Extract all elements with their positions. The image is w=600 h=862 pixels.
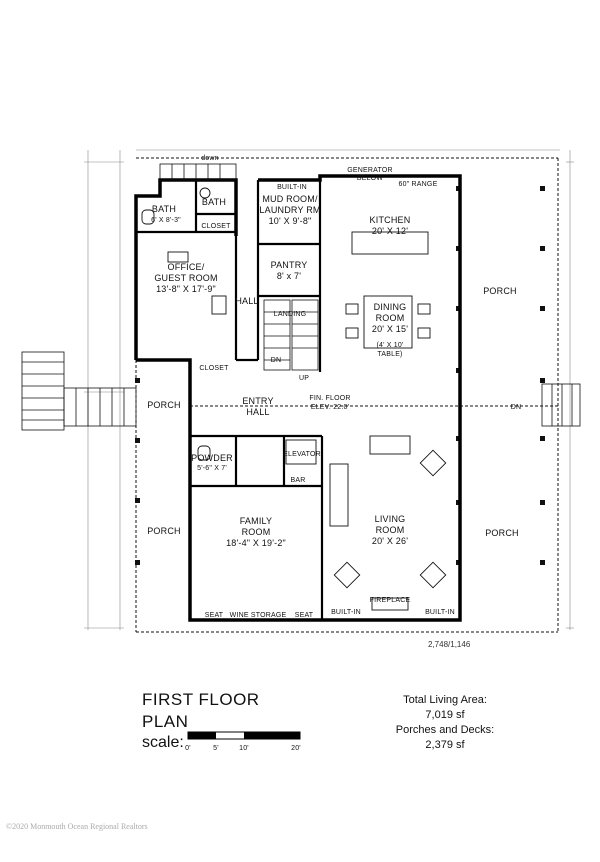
down-label: down	[201, 155, 219, 162]
bath1-label: BATH	[152, 204, 176, 214]
porch-columns	[135, 186, 545, 565]
stairs-and-decks	[21, 163, 581, 431]
seat1-label: SEAT	[205, 612, 224, 619]
table-label: (4' X 10'	[376, 342, 403, 349]
living-room-label: ROOM	[376, 525, 405, 535]
bath1-dim: 6' X 8'-3"	[151, 217, 181, 224]
porch-right-bottom-label: PORCH	[485, 528, 519, 538]
generator-below-label: BELOW	[357, 175, 383, 182]
bath2-label: BATH	[202, 197, 226, 207]
scale-label: scale:	[142, 734, 184, 751]
scale-tick-5: 5'	[213, 745, 219, 752]
dn-label: DN	[271, 357, 282, 364]
wine-storage-label: WINE STORAGE	[230, 612, 287, 619]
living-dim: 20' X 26'	[372, 536, 408, 546]
fireplace-label: FIREPLACE	[370, 597, 411, 604]
kitchen-dim: 20' X 12'	[372, 226, 408, 236]
generator-label: GENERATOR	[347, 167, 393, 174]
range-label: 60" RANGE	[399, 181, 438, 188]
porch-left-bottom-label: PORCH	[147, 526, 181, 536]
porches-decks-value: 2,379 sf	[425, 739, 465, 751]
pantry-label: PANTRY	[271, 260, 308, 270]
built-in-2-label: BUILT-IN	[425, 609, 455, 616]
powder-dim: 5'-6" X 7'	[197, 465, 227, 472]
family-label: FAMILY	[240, 516, 273, 526]
seat2-label: SEAT	[295, 612, 314, 619]
hall-label: HALL	[235, 296, 258, 306]
fin-elev-label: ELEV. 22.0'	[311, 404, 349, 411]
office-dim: 13'-8" X 17'-9"	[156, 284, 216, 294]
mud-room-dim: 10' X 9'-8"	[269, 216, 312, 226]
dining-dim: 20' X 15'	[372, 324, 408, 334]
furniture	[141, 187, 447, 611]
closet1-label: CLOSET	[201, 223, 231, 230]
total-living-area-value: 7,019 sf	[425, 709, 465, 721]
family-dim: 18'-4" X 19'-2"	[226, 538, 286, 548]
up-label: UP	[299, 375, 309, 382]
scale-bar: 0' 5' 10' 20'	[185, 731, 301, 752]
built-in-top-label: BUILT-IN	[277, 184, 307, 191]
total-living-area-label: Total Living Area:	[403, 694, 487, 706]
built-in-1-label: BUILT-IN	[331, 609, 361, 616]
guest-room-label: GUEST ROOM	[154, 273, 217, 283]
drawing-code: 2,748/1,146	[428, 640, 471, 649]
office-label: OFFICE/	[168, 262, 205, 272]
porch-right-top-label: PORCH	[483, 286, 517, 296]
dining-room-label: ROOM	[376, 313, 405, 323]
fin-floor-label: FIN. FLOOR	[309, 395, 350, 402]
scale-tick-20: 20'	[291, 745, 301, 752]
powder-label: POWDER	[191, 453, 233, 463]
landing-label: LANDING	[274, 311, 307, 318]
plan-title: FIRST FLOOR	[142, 690, 260, 709]
living-label: LIVING	[375, 514, 406, 524]
porch-left-top-label: PORCH	[147, 400, 181, 410]
entry-hall-label: HALL	[246, 407, 269, 417]
elevator-label: ELEVATOR	[283, 451, 321, 458]
scale-tick-10: 10'	[239, 745, 249, 752]
closet2-label: CLOSET	[199, 365, 229, 372]
laundry-label: LAUNDRY RM	[259, 205, 320, 215]
mud-room-label: MUD ROOM/	[262, 194, 318, 204]
dining-label: DINING	[374, 302, 407, 312]
copyright-watermark: ©2020 Monmouth Ocean Regional Realtors	[6, 822, 148, 831]
scale-tick-0: 0'	[185, 745, 191, 752]
family-room-label: ROOM	[242, 527, 271, 537]
kitchen-label: KITCHEN	[370, 215, 411, 225]
porches-decks-label: Porches and Decks:	[395, 724, 495, 736]
entry-label: ENTRY	[242, 396, 273, 406]
room-labels: down BUILT-IN GENERATOR BELOW 60" RANGE …	[147, 155, 521, 619]
interior-walls	[136, 180, 460, 622]
bar-label: BAR	[291, 477, 306, 484]
exterior-walls	[134, 174, 462, 622]
dn-right-label: DN	[511, 404, 522, 411]
table-label-2: TABLE)	[377, 351, 402, 358]
pantry-dim: 8' x 7'	[277, 271, 301, 281]
plan-title-2: PLAN	[142, 712, 189, 731]
